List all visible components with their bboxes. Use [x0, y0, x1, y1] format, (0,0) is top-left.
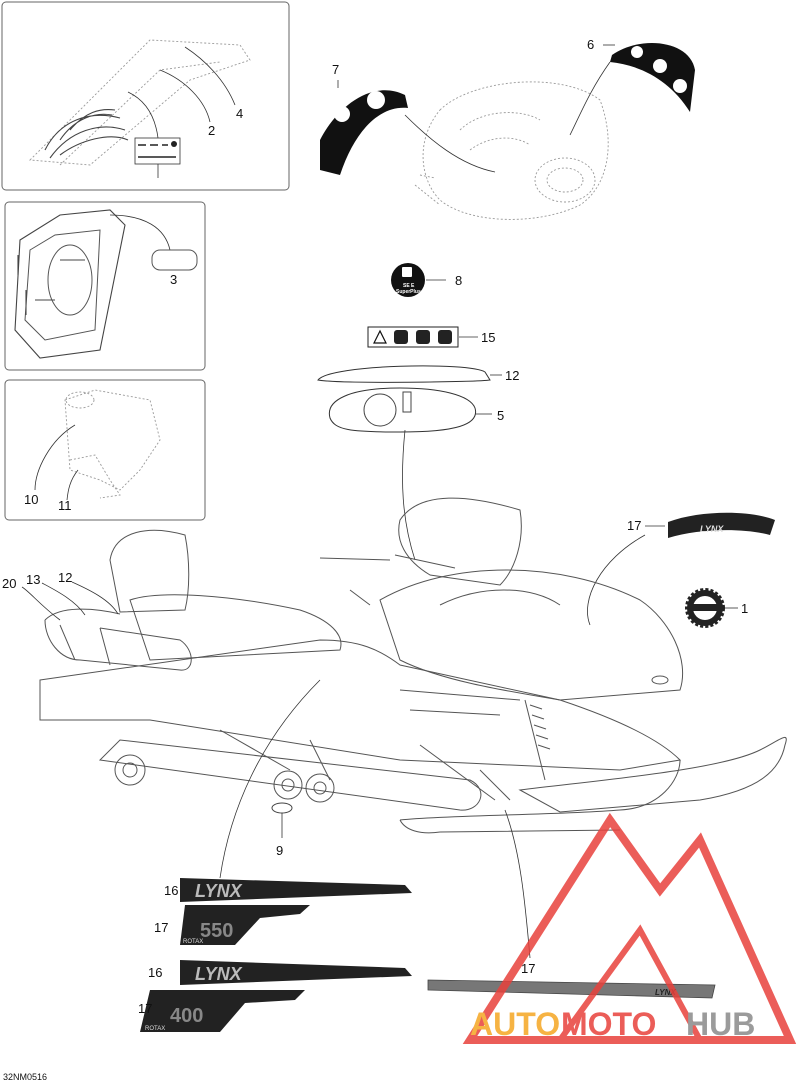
- decal-16b-text: LYNX: [195, 964, 243, 984]
- callout-18: 17: [521, 961, 535, 976]
- callout-7: 7: [332, 62, 339, 77]
- side-decals-set-b: LYNX 400 ROTAX 16 17: [138, 960, 412, 1032]
- decal-5: 5: [328, 387, 504, 561]
- diagram-code: 32NM0516: [3, 1072, 47, 1082]
- decal-7: [320, 90, 408, 175]
- decal-6: [610, 43, 695, 112]
- watermark-auto: AUTO: [470, 1006, 560, 1042]
- watermark-logo: AUTO MOTO HUB: [462, 812, 797, 1044]
- inset-seat-cover: 4 2: [1, 1, 290, 191]
- callout-4: 4: [236, 106, 243, 121]
- decal-8-text-top: SE E: [403, 283, 415, 289]
- callout-13: 12: [58, 570, 72, 585]
- decal-8-text-bottom: SuperPlus: [396, 289, 421, 295]
- decal-17b-model: 400: [170, 1005, 203, 1027]
- callout-3: 3: [170, 272, 177, 287]
- decal-16a-text: LYNX: [195, 881, 243, 901]
- callout-11: 11: [58, 498, 72, 513]
- callout-9: 9: [276, 843, 283, 858]
- callout-5: 5: [497, 408, 504, 423]
- callout-14: 13: [26, 572, 40, 587]
- watermark-hub: HUB: [686, 1006, 755, 1042]
- callout-8: 8: [455, 273, 462, 288]
- callout-20: 20: [2, 576, 16, 591]
- callout-15: 15: [481, 330, 495, 345]
- console-group: 7 6: [320, 37, 695, 220]
- decal-17b-rotax: ROTAX: [145, 1026, 165, 1032]
- callout-19: 17: [627, 518, 641, 533]
- inset-oil-tank: 10 11: [4, 379, 206, 521]
- callout-10: 10: [24, 492, 38, 507]
- watermark-moto: MOTO: [561, 1006, 656, 1042]
- decal-17a-rotax: ROTAX: [183, 939, 203, 945]
- decal-18-text: LYNX: [655, 988, 676, 997]
- decal-9: 9: [271, 802, 293, 858]
- watermark-triangle-icon: [462, 812, 797, 1044]
- callout-16-a: 16: [164, 883, 178, 898]
- callout-2: 2: [208, 123, 215, 138]
- decal-19-text: LYNX: [700, 524, 724, 534]
- callout-17-b: 17: [138, 1001, 152, 1016]
- callout-6: 6: [587, 37, 594, 52]
- callout-1: 1: [741, 601, 748, 616]
- decal-18: LYNX 17: [427, 809, 716, 999]
- decal-1: 1: [685, 588, 748, 628]
- decal-8: SE E SuperPlus 8: [391, 263, 462, 297]
- callout-17-a: 17: [154, 920, 168, 935]
- inset-belt-guard: 3: [4, 201, 206, 371]
- side-decals-set-a: LYNX 550 ROTAX 16 17: [154, 679, 412, 945]
- decal-15: 15: [367, 326, 495, 348]
- decal-19: LYNX 17: [587, 512, 775, 626]
- decal-12: 12: [317, 365, 519, 383]
- decal-17a-model: 550: [200, 920, 233, 942]
- callout-16-b: 16: [148, 965, 162, 980]
- callout-12: 12: [505, 368, 519, 383]
- snowmobile: 20 13 12: [2, 497, 787, 834]
